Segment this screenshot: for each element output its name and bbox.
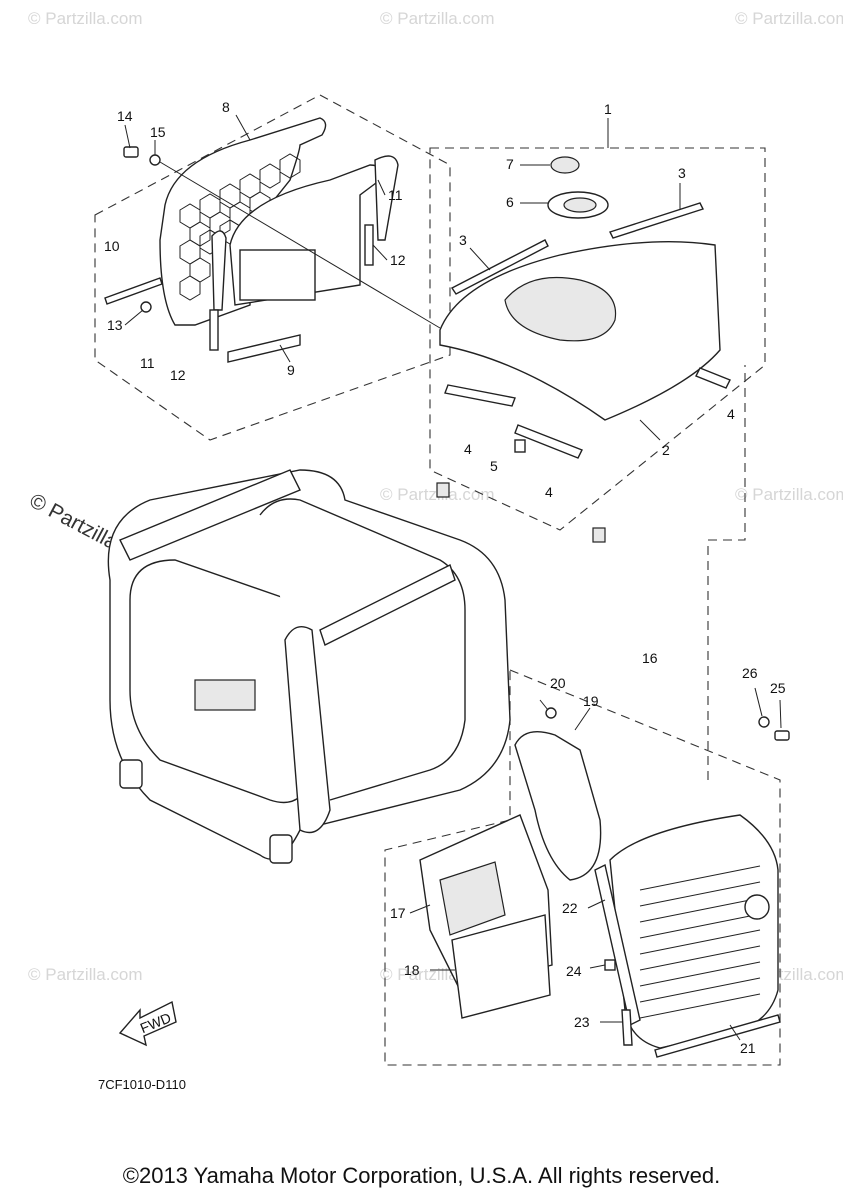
frame-cross-bar (319, 564, 456, 646)
side-panel-assembly (104, 117, 441, 363)
frame-mount (194, 679, 256, 711)
side-seal-11-left (211, 230, 227, 311)
fwd-arrow: FWD (118, 1000, 177, 1047)
front-panel-21 (609, 814, 779, 1049)
frame-top-bar (119, 469, 301, 561)
sponge-17-cutout (439, 861, 506, 936)
watermark: © Partzilla.com (28, 9, 143, 28)
assembly-line (707, 365, 746, 780)
frame-handle-post (284, 626, 331, 834)
callout-23: 23 (574, 1014, 590, 1030)
frame-rear-loop (259, 498, 466, 801)
gasket-19 (514, 731, 602, 881)
callout-12-right: 12 (390, 252, 406, 268)
callout-3-right: 3 (678, 165, 686, 181)
front-panel-group-box (384, 669, 781, 1066)
fuel-cap-cover-6-hole (563, 197, 597, 213)
callout-1: 1 (604, 101, 612, 117)
leader-lines (124, 114, 782, 1041)
callout-16: 16 (642, 650, 658, 666)
callout-9: 9 (287, 362, 295, 378)
washer-26 (758, 716, 770, 728)
side-bolt-14 (123, 146, 139, 158)
callout-17: 17 (390, 905, 406, 921)
callout-25: 25 (770, 680, 786, 696)
callout-8: 8 (222, 99, 230, 115)
seal-22 (594, 863, 641, 1027)
seal-4-center (514, 424, 583, 459)
callout-15: 15 (150, 124, 166, 140)
seal-3-left (450, 239, 549, 295)
clip-24 (604, 959, 616, 971)
side-seal-12-left (209, 309, 219, 351)
frame-foot-front (119, 759, 143, 789)
callout-4-center: 4 (545, 484, 553, 500)
top-cover-group-box (429, 147, 766, 531)
frame-foot-rear (269, 834, 293, 864)
clip-right (592, 527, 606, 543)
callout-18: 18 (404, 962, 420, 978)
clip-left (436, 482, 450, 498)
bolt-25 (774, 730, 790, 741)
callout-5: 5 (490, 458, 498, 474)
callout-11-left: 11 (140, 355, 155, 371)
callout-6: 6 (506, 194, 514, 210)
callout-14: 14 (117, 108, 133, 124)
fwd-label: FWD (138, 1009, 174, 1036)
callout-2: 2 (662, 442, 670, 458)
bolt-assembly-line (159, 161, 441, 329)
callout-labels: 1 2 3 3 4 4 4 5 6 7 8 9 10 11 11 12 12 1… (104, 99, 786, 1056)
callout-20: 20 (550, 675, 566, 691)
callout-13: 13 (107, 317, 123, 333)
seal-4-left (444, 384, 516, 407)
side-seal-10 (104, 277, 163, 305)
copyright-footer: ©2013 Yamaha Motor Corporation, U.S.A. A… (122, 1163, 721, 1188)
top-cover-opening (504, 276, 617, 342)
callout-22: 22 (562, 900, 578, 916)
side-panel-window (239, 249, 316, 301)
watermark: © Partzilla.com (28, 965, 143, 984)
front-panel-louvers (639, 865, 761, 1019)
callout-7: 7 (506, 156, 514, 172)
bottom-seal (654, 1014, 781, 1058)
side-panel-group-box (94, 94, 451, 441)
parts-diagram: © Partzilla.com © Partzilla.com © Partzi… (26, 9, 843, 1092)
clip-5 (514, 439, 526, 453)
generator-frame (107, 469, 511, 864)
watermark: © Partzilla.com (735, 9, 843, 28)
emblem-7 (550, 156, 580, 174)
callout-3-left: 3 (459, 232, 467, 248)
seal-3-right (609, 202, 704, 239)
watermark: © Partzilla.com (735, 485, 843, 504)
top-cover-assembly (436, 156, 731, 543)
callout-4-left: 4 (464, 441, 472, 457)
front-panel-assembly (419, 707, 790, 1058)
callout-24: 24 (566, 963, 582, 979)
seal-23 (621, 1009, 633, 1046)
sponge-18 (451, 914, 551, 1019)
side-seal-12-right (364, 224, 374, 266)
diagram-code: 7CF1010-D110 (98, 1077, 186, 1092)
side-sponge-9 (227, 334, 301, 363)
washer-20 (545, 707, 557, 719)
side-clip-13 (140, 301, 152, 313)
fwd-arrow-icon (118, 1000, 177, 1047)
seal-4-right (695, 367, 731, 389)
callout-10: 10 (104, 238, 120, 254)
callout-11-right: 11 (388, 187, 403, 203)
callout-12-left: 12 (170, 367, 186, 383)
watermark: © Partzilla.com (380, 9, 495, 28)
callout-26: 26 (742, 665, 758, 681)
callout-4-right: 4 (727, 406, 735, 422)
front-panel-knob-hole (744, 894, 770, 920)
callout-19: 19 (583, 693, 599, 709)
side-washer-15 (149, 154, 161, 166)
callout-21: 21 (740, 1040, 756, 1056)
side-seal-11-right (374, 155, 399, 241)
